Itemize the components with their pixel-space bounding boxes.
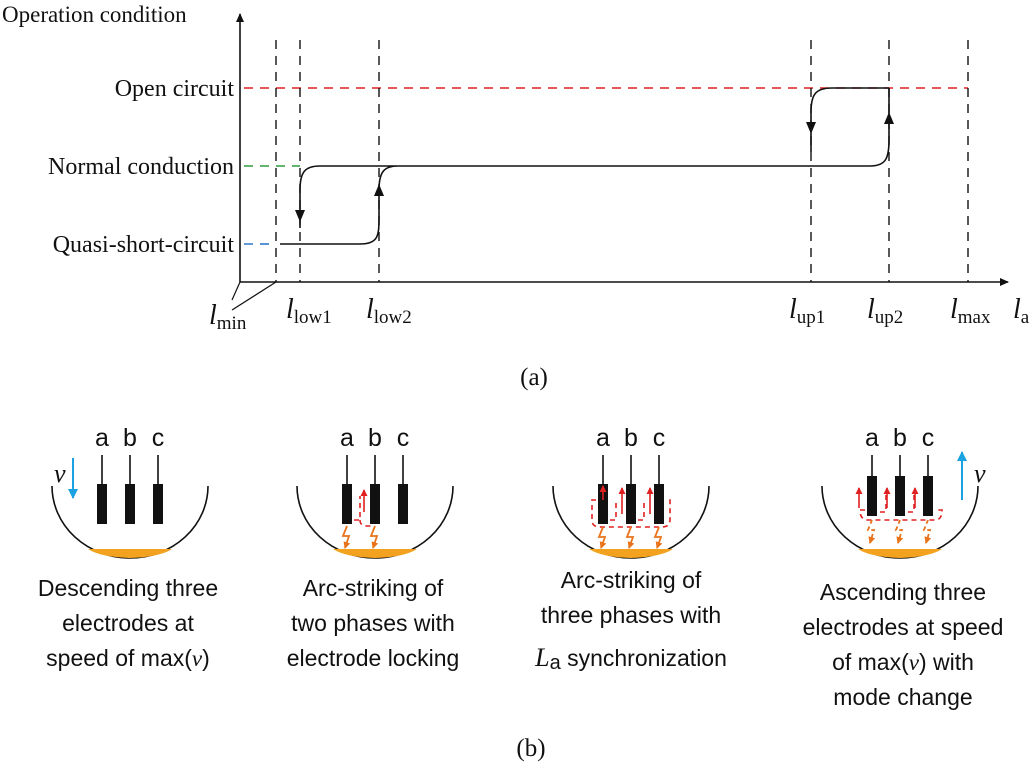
svg-text:of max(v) with: of max(v) with	[832, 649, 974, 675]
molten-pool	[333, 549, 417, 558]
electrode-a	[598, 484, 608, 524]
state-label-normal-conduction: Normal conduction	[48, 154, 234, 180]
electrodes	[871, 455, 929, 478]
electrode-label-a: a	[865, 424, 879, 452]
molten-pool	[589, 549, 673, 558]
arc-b	[625, 526, 635, 549]
electrode-c	[153, 484, 163, 524]
threshold-label-up2: lup2	[867, 294, 903, 328]
svg-text:mode change: mode change	[833, 684, 972, 710]
threshold-label-min: lmin	[209, 300, 247, 334]
panel-three-phase-arc: a b c Arc-striking of thre	[534, 424, 727, 674]
arc-b	[894, 519, 904, 544]
electrode-label-c: c	[653, 424, 666, 452]
electrode-mode-panels: a b c v Descending three electrodes at s…	[38, 424, 1004, 762]
electrode-c	[398, 484, 408, 524]
svg-text:electrode locking: electrode locking	[287, 645, 460, 671]
electrodes	[101, 455, 159, 485]
electrodes	[346, 455, 404, 485]
speed-symbol: v	[974, 459, 986, 488]
arc-a	[866, 519, 876, 544]
arc-b	[369, 525, 379, 549]
molten-pool	[858, 549, 942, 558]
current-loop	[859, 494, 943, 521]
arrow-down-low1	[295, 210, 305, 222]
electrode-label-a: a	[596, 424, 610, 452]
threshold-label-up1: lup1	[789, 294, 825, 328]
electrodes	[602, 455, 660, 485]
arrow-up-low2	[374, 184, 384, 196]
arc-c	[653, 526, 663, 549]
panel-two-phase-arc: a b c Arc-striking of two phases with e	[287, 424, 460, 671]
electrode-a	[342, 484, 352, 524]
svg-text:Ascending three: Ascending three	[820, 579, 986, 605]
electrode-label-b: b	[123, 424, 137, 452]
current-loop	[354, 496, 374, 527]
svg-text:Arc-striking of: Arc-striking of	[303, 575, 444, 601]
electrode-label-c: c	[152, 424, 165, 452]
molten-pool	[88, 549, 172, 558]
electrode-b	[125, 484, 135, 524]
svg-text:electrodes at: electrodes at	[62, 610, 194, 636]
panel-ascending: a b c v Ascending thr	[803, 424, 1004, 710]
caption-a: (a)	[520, 364, 548, 391]
threshold-lines	[275, 40, 969, 282]
electrode-c	[923, 476, 933, 516]
state-label-quasi-short-circuit: Quasi-short-circuit	[53, 232, 235, 258]
threshold-labels: lmin llow1 llow2 lup1 lup2 lmax la	[209, 294, 1030, 334]
panel-caption: Arc-striking of three phases with La syn…	[534, 567, 727, 674]
electrode-b	[895, 476, 905, 516]
electrode-label-c: c	[397, 424, 410, 452]
panel-caption: Descending three electrodes at speed of …	[38, 575, 218, 671]
origin-leader-2	[231, 281, 277, 311]
arc-c	[922, 519, 932, 544]
electrode-label-a: a	[95, 424, 109, 452]
electrode-label-a: a	[340, 424, 354, 452]
svg-text:electrodes at speed: electrodes at speed	[803, 614, 1004, 640]
panel-descending: a b c v Descending three electrodes at s…	[38, 424, 218, 671]
electrode-a	[867, 476, 877, 516]
electrode-b	[370, 484, 380, 524]
electrode-label-c: c	[922, 424, 935, 452]
svg-text:Arc-striking of: Arc-striking of	[561, 567, 702, 593]
threshold-label-low2: llow2	[366, 294, 412, 328]
electrode-label-b: b	[368, 424, 382, 452]
threshold-label-max: lmax	[950, 294, 991, 328]
electrode-c	[654, 484, 664, 524]
electrode-label-b: b	[624, 424, 638, 452]
upper-hysteresis-loop	[810, 87, 890, 167]
arrow-down-up1	[806, 122, 816, 134]
svg-text:speed of max(v): speed of max(v)	[46, 645, 210, 671]
operation-condition-diagram: Operation condition Open circuit Normal …	[2, 2, 1030, 391]
lower-hysteresis-loop	[280, 165, 811, 245]
threshold-label-low1: llow1	[286, 294, 332, 328]
arrow-up-up2	[884, 112, 894, 124]
panel-caption: Ascending three electrodes at speed of m…	[803, 579, 1004, 710]
speed-symbol: v	[54, 459, 66, 488]
origin-leader	[231, 281, 241, 301]
svg-text:Descending three: Descending three	[38, 575, 218, 601]
caption-b: (b)	[516, 735, 545, 762]
electrode-label-b: b	[893, 424, 907, 452]
svg-text:two phases with: two phases with	[291, 610, 455, 636]
svg-text:three phases with: three phases with	[541, 602, 721, 628]
caption-la-line: La synchronization	[534, 643, 727, 674]
y-axis-label: Operation condition	[2, 2, 187, 27]
state-label-open-circuit: Open circuit	[115, 76, 235, 102]
panel-caption: Arc-striking of two phases with electrod…	[287, 575, 460, 671]
electrode-a	[97, 484, 107, 524]
arc-a	[597, 526, 607, 549]
electrode-b	[626, 484, 636, 524]
arc-a	[341, 525, 351, 549]
x-axis-label: la	[1013, 294, 1030, 328]
